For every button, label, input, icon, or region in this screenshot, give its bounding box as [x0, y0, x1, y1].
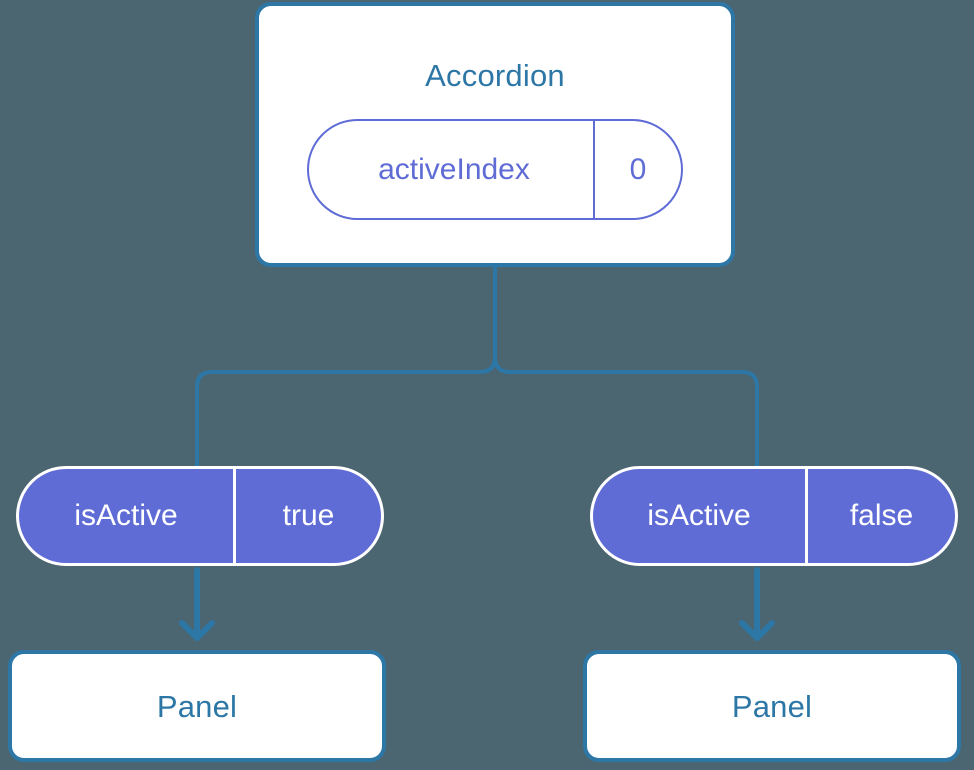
- state-pill-is-active-false[interactable]: isActive false: [590, 466, 958, 566]
- connector-root-to-left-child: [195, 264, 497, 468]
- state-pill-value: true: [233, 469, 381, 563]
- state-pill-active-index[interactable]: activeIndex 0: [307, 119, 683, 220]
- arrowhead-right-panel-icon: [739, 620, 775, 641]
- arrowhead-left-panel-icon: [179, 620, 215, 641]
- state-pill-value: 0: [593, 121, 681, 218]
- state-pill-key: isActive: [647, 499, 751, 532]
- state-pill-is-active-true[interactable]: isActive true: [16, 466, 384, 566]
- state-pill-key: activeIndex: [378, 152, 530, 186]
- accordion-card-title: Accordion: [425, 58, 565, 93]
- panel-card-right[interactable]: Panel: [583, 650, 961, 762]
- panel-card-title: Panel: [156, 688, 238, 724]
- panel-card-title: Panel: [731, 688, 813, 724]
- state-pill-value: false: [805, 469, 955, 563]
- state-pill-key: isActive: [74, 499, 178, 532]
- panel-card-left[interactable]: Panel: [8, 650, 386, 762]
- connector-root-to-right-child: [493, 264, 759, 468]
